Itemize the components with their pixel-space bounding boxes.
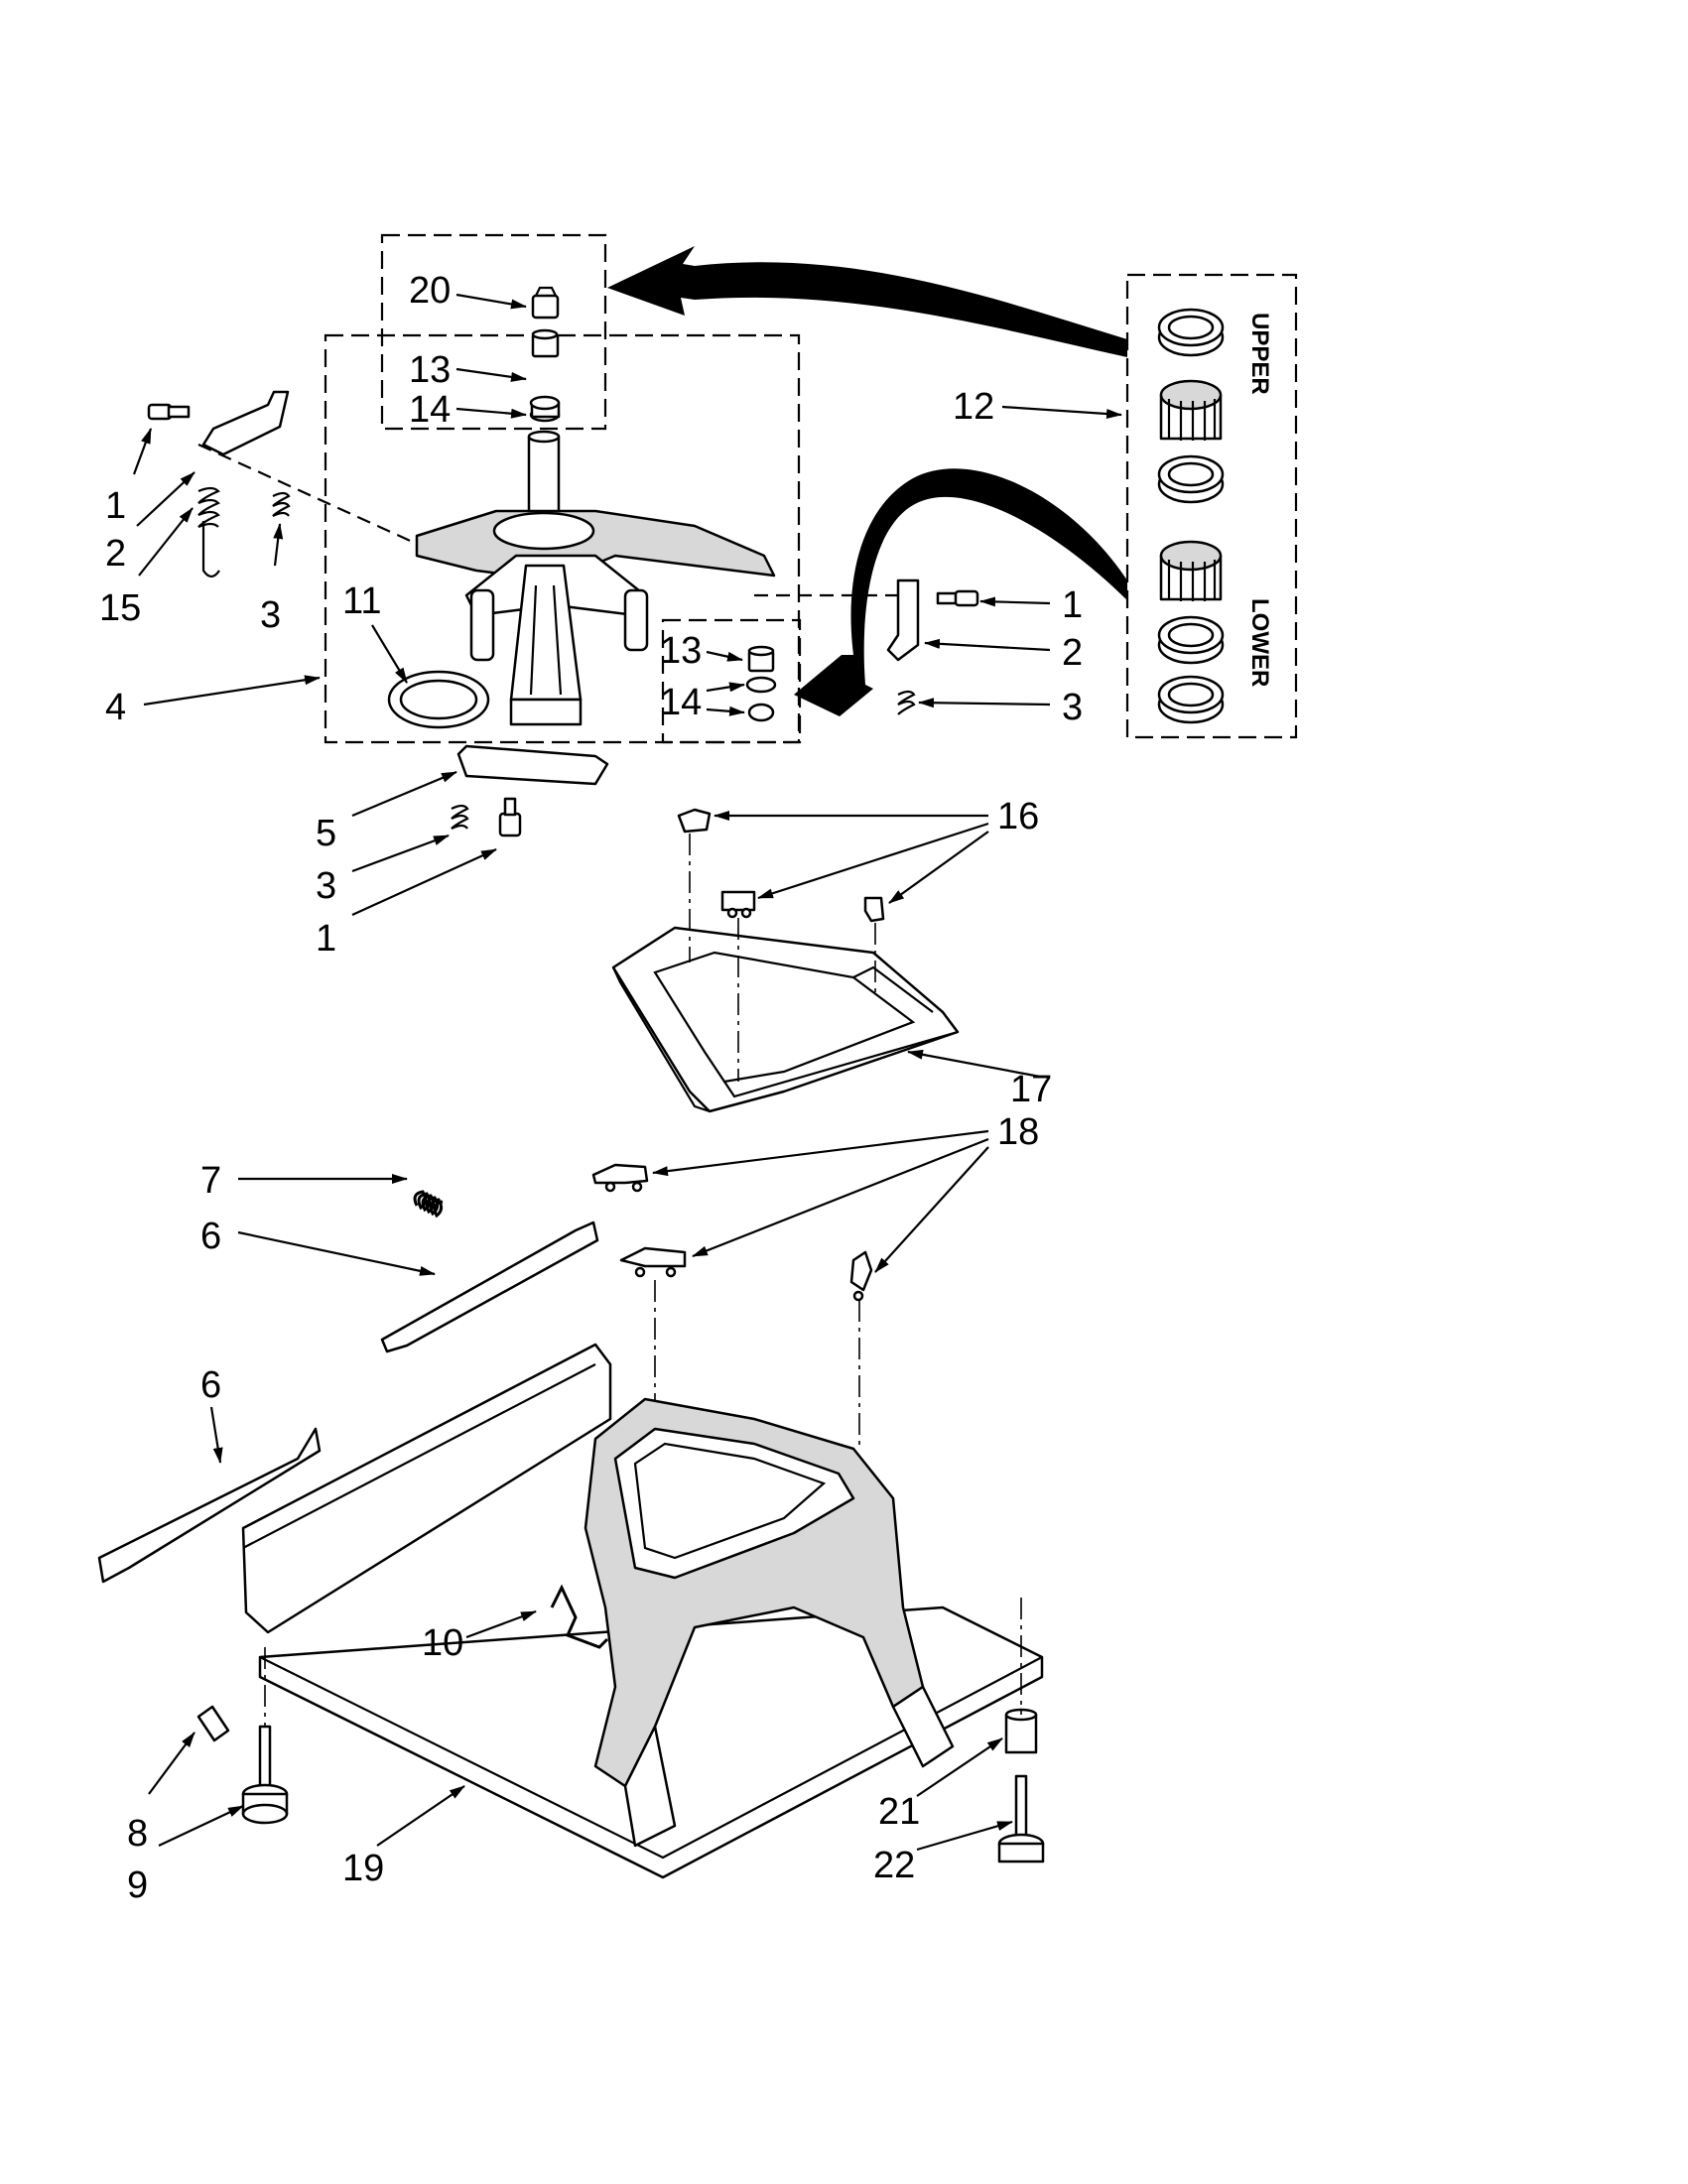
part-1-bolt-left <box>147 403 191 421</box>
callout-13-upper: 13 <box>409 349 451 391</box>
callout-13-lower: 13 <box>660 630 702 672</box>
kit-label-upper: UPPER <box>1246 313 1273 395</box>
bearing-kit-box-12 <box>1125 273 1298 739</box>
callout-8: 8 <box>127 1813 148 1855</box>
kit-arrow-lower <box>794 468 1127 716</box>
link-line-left <box>197 443 418 546</box>
callout-3-bottom: 3 <box>316 865 336 907</box>
part-17-frame <box>611 926 960 1113</box>
kit-12-upper-gear <box>1159 379 1223 441</box>
callout-20: 20 <box>409 270 451 312</box>
part-1-bolt-right <box>936 589 979 607</box>
part-4-mechanism <box>415 430 776 726</box>
part-11-ring <box>387 670 490 729</box>
callout-3-left: 3 <box>260 594 281 636</box>
part-13-bearing-upper <box>531 328 560 358</box>
callout-2-left: 2 <box>105 533 126 575</box>
mechanism-box <box>324 333 801 744</box>
callout-14-upper: 14 <box>409 389 451 431</box>
part-3-spring-right <box>897 690 916 715</box>
callout-9: 9 <box>127 1864 148 1906</box>
part-16-clip-middle <box>720 890 756 919</box>
kit-12-lower-gear <box>1159 540 1223 601</box>
callout-labels: 20 13 14 12 1 2 15 3 11 4 13 14 1 2 3 5 … <box>99 270 1083 1906</box>
part-1-bolt-bottom <box>498 797 522 837</box>
part-3-spring-left <box>272 491 291 517</box>
callout-17: 17 <box>1010 1069 1052 1110</box>
callout-3-right: 3 <box>1062 687 1083 728</box>
part-7-spring <box>413 1190 444 1219</box>
kit-label-lower: LOWER <box>1246 598 1273 687</box>
kit-12-lower-ring-2 <box>1157 675 1225 724</box>
callout-7: 7 <box>200 1160 221 1202</box>
callout-1-bottom: 1 <box>316 918 336 960</box>
part-19-base <box>241 1343 1044 1879</box>
part-6-rail-lower <box>97 1427 322 1584</box>
kit-12-upper-seal <box>1157 308 1225 357</box>
callout-6-lower: 6 <box>200 1364 221 1406</box>
part-13-bearing-lower <box>747 645 775 673</box>
part-18-clip-1 <box>591 1163 649 1193</box>
part-14-bearing-lower <box>745 676 777 722</box>
callout-22: 22 <box>873 1845 915 1886</box>
part-20-seal <box>531 286 560 320</box>
part-3-spring-bottom <box>451 804 469 830</box>
callout-10: 10 <box>422 1622 463 1664</box>
callout-15: 15 <box>99 587 141 629</box>
part-9-foot-left <box>241 1725 289 1825</box>
part-18-clip-2 <box>619 1246 687 1278</box>
callout-1-left: 1 <box>105 485 126 527</box>
bearing-kit-box-right <box>661 618 802 744</box>
kit-12-upper-ring <box>1157 454 1225 504</box>
callout-14-lower: 14 <box>660 682 702 723</box>
part-14-bearing-upper <box>529 395 561 423</box>
part-2-bracket-left <box>201 390 290 456</box>
callout-11: 11 <box>342 580 381 622</box>
callout-5: 5 <box>316 813 336 854</box>
callout-21: 21 <box>878 1791 920 1833</box>
bearing-kit-box-top <box>380 233 607 431</box>
leader-lines <box>132 293 1122 1852</box>
callout-19: 19 <box>342 1848 384 1889</box>
part-18-clip-3 <box>849 1250 873 1302</box>
part-16-clip-right <box>863 896 885 923</box>
part-15-spring <box>197 486 220 578</box>
callout-16: 16 <box>997 796 1039 837</box>
part-5-bracket <box>456 744 609 786</box>
part-21-sleeve <box>1004 1708 1038 1754</box>
part-22-foot-right <box>997 1774 1045 1863</box>
part-8-pin <box>196 1705 230 1742</box>
kit-12-lower-ring-1 <box>1157 615 1225 665</box>
part-6-rail-upper <box>380 1220 599 1353</box>
callout-18: 18 <box>997 1111 1039 1153</box>
part-2-bracket-right <box>886 578 920 662</box>
callout-4: 4 <box>105 687 126 728</box>
callout-12: 12 <box>953 386 994 428</box>
kit-arrow-upper <box>607 246 1127 357</box>
callout-2-right: 2 <box>1062 632 1083 674</box>
callout-1-right: 1 <box>1062 584 1083 626</box>
part-16-clip-top <box>677 808 712 834</box>
part-10-clip <box>550 1584 609 1649</box>
callout-6-upper: 6 <box>200 1216 221 1257</box>
